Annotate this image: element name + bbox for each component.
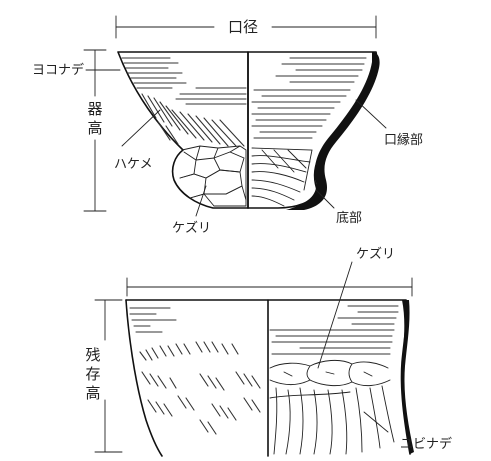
top-vessel: 口径 器 高 [32, 15, 423, 236]
remaining-height-label-2: 存 [85, 365, 100, 383]
remaining-height-label-1: 残 [85, 346, 100, 364]
bottom-kezuri-facets [269, 359, 391, 387]
bottom-right-upper-hatching [269, 305, 399, 355]
rim-part-label: 口縁部 [384, 132, 423, 148]
interior-hatching [251, 57, 367, 139]
bowl-exterior-outline [117, 51, 249, 209]
rim-diameter-dimension: 口径 [115, 15, 377, 39]
base-part-label: 底部 [336, 210, 362, 226]
bowl-section-outline [247, 51, 378, 209]
rim-part-leader [355, 99, 387, 129]
rim-diameter-label: 口径 [228, 18, 258, 36]
remaining-height-label-3: 高 [85, 384, 100, 402]
kezuri-label-bottom: ケズリ [356, 246, 395, 262]
vessel-height-label-2: 高 [87, 119, 102, 137]
hake-leader [121, 109, 161, 147]
bottom-width-dimension [126, 277, 413, 297]
base-swirl-lines [251, 147, 313, 207]
vessel-height-label-1: 器 [87, 100, 102, 118]
bottom-left-hake-hatching [139, 341, 261, 435]
hake-label: ハケメ [114, 157, 153, 172]
yokonade-hatching [121, 57, 247, 105]
bottom-profile-section [401, 300, 414, 454]
kezuri-facets-top [179, 145, 247, 207]
base-part-leader [315, 189, 335, 209]
kezuri-label-top: ケズリ [172, 220, 211, 236]
yokonade-label: ヨコナデ [32, 62, 84, 78]
bottom-outline-left [125, 299, 163, 457]
yubinade-leader [363, 411, 389, 433]
bottom-yubinade-lines [269, 385, 395, 455]
vessel-height-dimension: 器 高 [83, 49, 107, 212]
yubinade-label: ユビナデ [400, 436, 452, 452]
kezuri-leader-top [195, 185, 207, 217]
bottom-vessel: 残 存 高 [85, 246, 452, 457]
bottom-left-upper-hatching [129, 307, 177, 333]
hake-hatching [141, 93, 245, 147]
bottom-kezuri-leader [317, 261, 353, 369]
remaining-height-dimension: 残 存 高 [85, 299, 123, 453]
